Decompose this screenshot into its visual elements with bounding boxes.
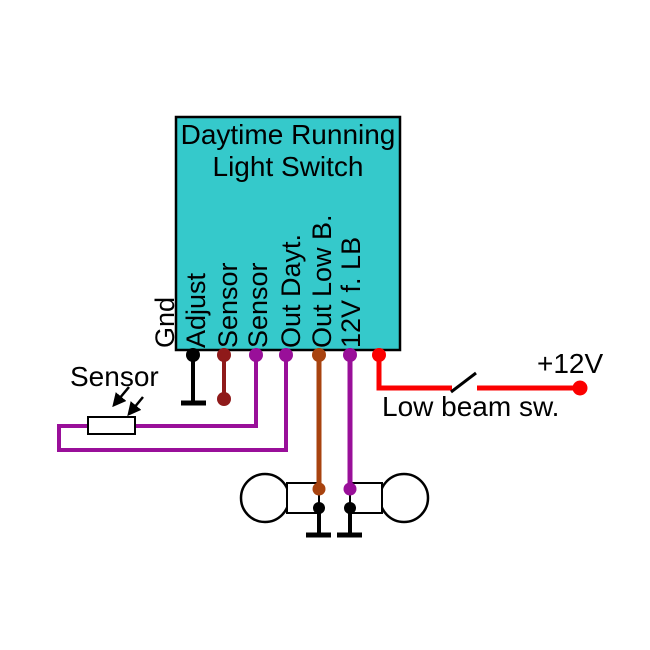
- pin-label-12v-f-lb: 12V f. LB: [336, 236, 366, 348]
- lamp-daytime-ground-dot: [313, 502, 325, 514]
- plus-12v-label: +12V: [537, 348, 604, 379]
- pin-label-gnd: Gnd: [150, 296, 180, 348]
- pin-gnd: [186, 348, 200, 362]
- pin-sensor-2: [279, 348, 293, 362]
- lamp-lowbeam-ground-dot: [344, 502, 356, 514]
- pin-label-out-low-b: Out Low B.: [307, 214, 337, 348]
- pin-label-sensor-1: Sensor: [213, 262, 243, 348]
- wire-12v-left: [376, 355, 452, 391]
- pin-out-dayt: [312, 348, 326, 362]
- lamp-daytime-bulb-icon: [239, 472, 291, 524]
- lamp-daytime: [239, 472, 320, 524]
- pin-out-low-b: [343, 348, 357, 362]
- light-arrow-2-icon: [127, 396, 144, 417]
- pin-label-out-dayt: Out Dayt.: [276, 233, 306, 348]
- lamp-lowbeam-supply-dot: [343, 482, 357, 496]
- pin-12v-f-lb: [372, 348, 386, 362]
- lamp-daytime-supply-dot: [312, 482, 326, 496]
- wire-sensor-1: [135, 351, 258, 428]
- wire-sensor-2: [57, 351, 288, 452]
- sensor-resistor-icon: [87, 416, 136, 435]
- module-title-line1: Daytime Running: [180, 119, 396, 150]
- adjust-end-dot: [217, 392, 231, 406]
- module-title: Daytime Running Light Switch: [176, 119, 400, 183]
- lamp-lowbeam: [349, 472, 430, 524]
- light-arrow-1-icon: [112, 386, 130, 408]
- plus12v-terminal-dot: [572, 380, 588, 396]
- module-title-line2: Light Switch: [212, 151, 364, 182]
- pin-adjust: [217, 348, 231, 362]
- low-beam-switch-label: Low beam sw.: [382, 391, 560, 422]
- pin-label-sensor-2: Sensor: [243, 262, 273, 348]
- low-beam-switch-contact-icon: [450, 371, 477, 394]
- pin-sensor-1: [249, 348, 263, 362]
- drl-switch-box: [174, 115, 402, 352]
- lamp-lowbeam-bulb-icon: [378, 472, 430, 524]
- pin-label-adjust: Adjust: [181, 272, 211, 348]
- sensor-label: Sensor: [70, 361, 159, 392]
